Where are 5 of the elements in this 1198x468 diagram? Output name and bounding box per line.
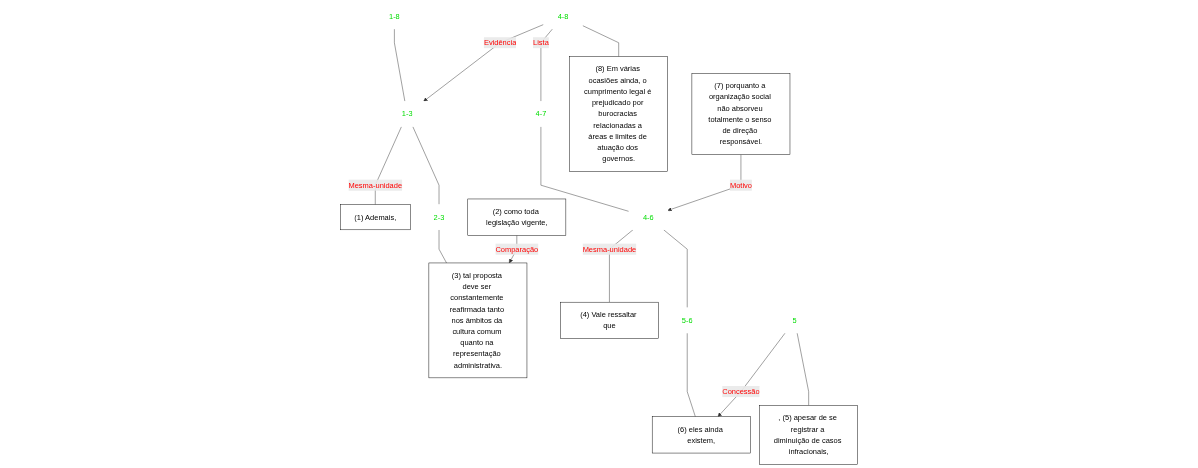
connector	[375, 126, 402, 205]
connector	[438, 229, 447, 264]
connector	[582, 25, 619, 57]
connector	[796, 332, 809, 406]
connector	[687, 332, 696, 417]
